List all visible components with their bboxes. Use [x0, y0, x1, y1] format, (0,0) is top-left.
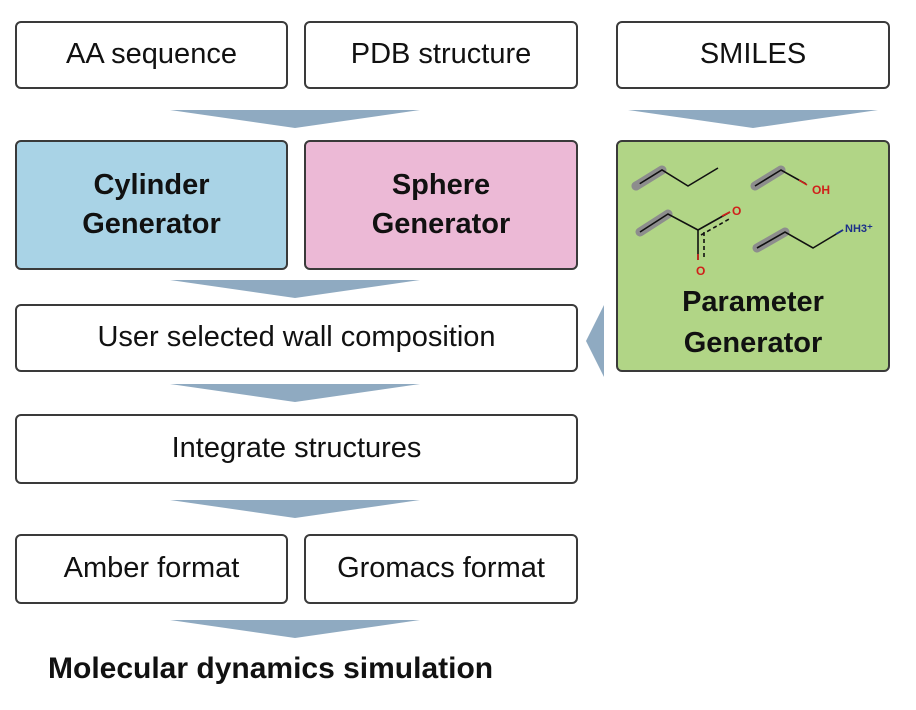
down-arrow-icon: [170, 280, 420, 298]
pdb-structure-label: PDB structure: [350, 38, 532, 71]
down-arrow-icon: [170, 500, 420, 518]
amber-format-label: Amber format: [63, 552, 240, 585]
carboxylate-molecule-icon: O O: [635, 204, 741, 278]
hydroxyl-molecule-icon: OH: [750, 165, 830, 197]
parameter-generator-box: OH O O NH3⁺ Parameter Generator: [616, 140, 890, 372]
wall-composition-box: User selected wall composition: [15, 304, 578, 372]
integrate-structures-label: Integrate structures: [171, 432, 422, 465]
cylinder-generator-box: Cylinder Generator: [15, 140, 288, 270]
final-output-label: Molecular dynamics simulation: [48, 652, 494, 685]
wall-composition-label: User selected wall composition: [97, 321, 496, 354]
ammonium-label: NH3⁺: [845, 223, 873, 235]
parameter-generator-label: Parameter Generator: [682, 286, 824, 359]
propyl-molecule-icon: [631, 165, 719, 191]
gromacs-format-box: Gromacs format: [304, 534, 578, 604]
cylinder-generator-label: Cylinder Generator: [82, 168, 221, 240]
aa-sequence-label: AA sequence: [66, 38, 237, 71]
down-arrow-icon: [170, 620, 420, 638]
hydroxyl-label: OH: [812, 183, 830, 197]
left-arrow-icon: [586, 305, 604, 377]
pdb-structure-box: PDB structure: [304, 21, 578, 89]
smiles-label: SMILES: [699, 38, 807, 71]
down-arrow-icon: [628, 110, 878, 128]
aa-sequence-box: AA sequence: [15, 21, 288, 89]
oxygen-label: O: [696, 264, 705, 278]
down-arrow-icon: [170, 384, 420, 402]
oxygen-label: O: [732, 204, 741, 218]
molecule-structures-icon: OH O O NH3⁺: [631, 165, 873, 278]
gromacs-format-label: Gromacs format: [337, 552, 545, 585]
ammonium-molecule-icon: NH3⁺: [752, 223, 873, 253]
smiles-box: SMILES: [616, 21, 890, 89]
sphere-generator-box: Sphere Generator: [304, 140, 578, 270]
integrate-structures-box: Integrate structures: [15, 414, 578, 484]
amber-format-box: Amber format: [15, 534, 288, 604]
down-arrow-icon: [170, 110, 420, 128]
sphere-generator-label: Sphere Generator: [371, 168, 511, 240]
